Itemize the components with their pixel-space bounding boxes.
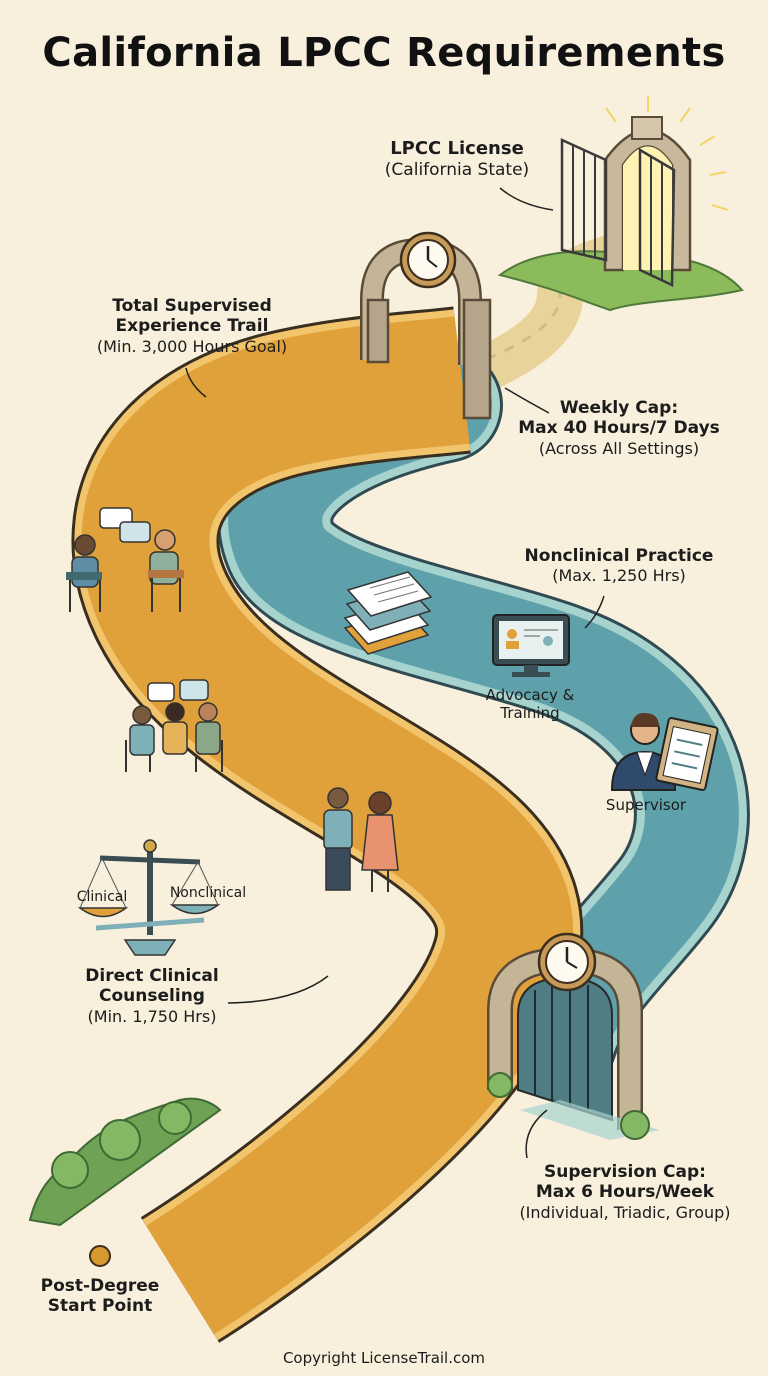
direct-line2: Counseling — [99, 986, 205, 1007]
scale-right-label: Nonclinical — [169, 885, 247, 901]
license-label: LPCC License (California State) — [352, 138, 562, 180]
bushes-bottom-left — [28, 1097, 222, 1227]
copyright-text: Copyright LicenseTrail.com — [282, 1349, 486, 1367]
direct-line1: Direct Clinical — [85, 966, 219, 986]
weekly-cap-label: Weekly Cap: Max 40 Hours/7 Days (Across … — [500, 398, 738, 458]
license-gate — [560, 96, 729, 287]
direct-detail: (Min. 1,750 Hrs) — [87, 1006, 217, 1026]
supervisor-icon — [610, 712, 719, 791]
advocacy-line1: Advocacy & — [485, 686, 575, 704]
leader-lines — [185, 187, 605, 1159]
supervisor-label: Supervisor — [605, 796, 687, 814]
monitor-icon — [492, 614, 570, 677]
weekly-cap-line1: Weekly Cap: — [559, 398, 679, 418]
supervision-cap-line1: Supervision Cap: — [544, 1162, 706, 1182]
supervision-cap-gate — [487, 932, 660, 1140]
start-point-marker — [89, 1245, 111, 1267]
license-subtitle: (California State) — [384, 159, 530, 180]
page-title: California LPCC Requirements — [42, 30, 726, 76]
start-line1: Post-Degree — [40, 1276, 160, 1296]
advocacy-line2: Training — [500, 704, 560, 722]
license-title: LPCC License — [390, 138, 524, 159]
document-stack-icon — [343, 571, 433, 655]
nonclinical-label: Nonclinical Practice (Max. 1,250 Hrs) — [500, 546, 738, 586]
counseling-session-icon — [66, 507, 184, 612]
total-trail-label: Total Supervised Experience Trail (Min. … — [62, 296, 322, 356]
total-trail-detail: (Min. 3,000 Hours Goal) — [96, 336, 288, 356]
supervision-cap-label: Supervision Cap: Max 6 Hours/Week (Indiv… — [495, 1162, 755, 1222]
total-trail-line1: Total Supervised — [112, 296, 272, 316]
advocacy-label: Advocacy & Training — [460, 686, 600, 722]
weekly-cap-detail: (Across All Settings) — [538, 438, 700, 458]
scale-left-label: Clinical — [76, 889, 128, 905]
supervision-cap-line2: Max 6 Hours/Week — [535, 1182, 715, 1203]
group-session-icon — [125, 679, 223, 772]
weekly-cap-line2: Max 40 Hours/7 Days — [518, 418, 720, 439]
balance-scale-icon — [77, 839, 221, 956]
nonclinical-title: Nonclinical Practice — [524, 546, 714, 566]
start-line2: Start Point — [47, 1296, 153, 1317]
start-point-label: Post-Degree Start Point — [20, 1276, 180, 1317]
nonclinical-detail: (Max. 1,250 Hrs) — [552, 566, 686, 586]
couple-icon — [323, 787, 399, 892]
direct-counseling-label: Direct Clinical Counseling (Min. 1,750 H… — [42, 966, 262, 1026]
weekly-cap-arch — [360, 231, 492, 420]
supervision-cap-detail: (Individual, Triadic, Group) — [519, 1202, 731, 1222]
total-trail-line2: Experience Trail — [115, 316, 269, 337]
